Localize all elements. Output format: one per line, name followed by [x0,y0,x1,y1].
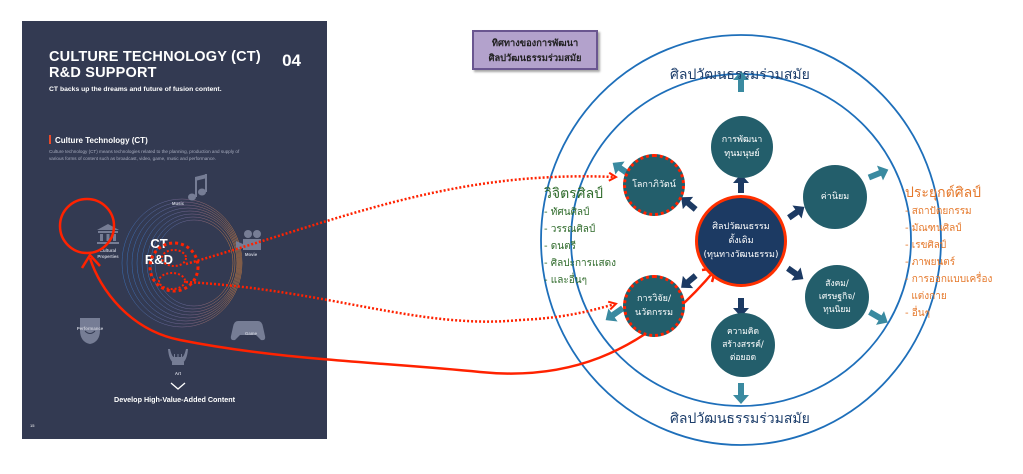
chevron-down-icon [170,382,186,390]
applied-arts-item: แต่งกาย [905,291,947,302]
fine-arts-item: - และอื่นๆ [544,275,587,286]
poster-subtitle: CT backs up the dreams and future of fus… [49,86,222,93]
fine-arts-heading: วิจิตรศิลป์ [544,186,604,202]
values-label: ค่านิยม [820,192,850,202]
applied-arts-item: - สถาปัตยกรรม [905,206,972,217]
diagram-title-line2: ศิลปวัฒนธรรมร่วมสมัย [488,53,582,64]
diagram-title-line1: ทิศทางของการพัฒนา [491,38,579,49]
outward-arrow-up [733,71,749,92]
outer-label-top: ศิลปวัฒนธรรมร่วมสมัย [670,67,810,83]
outward-arrow-downright [868,309,888,325]
applied-arts-item: - อื่นๆ [905,308,930,319]
poster-section-heading: Culture Technology (CT) [49,135,148,145]
node-creativity: ความคิดสร้างสรรค์/ ต่อยอด [711,313,775,377]
research-line1: การวิจัย/ [637,294,671,304]
theater-mask-icon [80,318,100,344]
poster-section-number: 04 [282,51,301,70]
category-label-movie: Movie [244,252,258,257]
node-human-capital: การพัฒนาทุนมนุษย์ [711,116,773,178]
category-label-music: Music [171,201,185,206]
applied-arts-list: ประยุกต์ศิลป์ - สถาปัตยกรรม - มัณฑนศิลป์… [905,183,992,322]
spiral-rings [121,198,243,328]
applied-arts-item: - ภาพยนตร์ [905,257,956,268]
solid-connector-traditional-culture [88,257,716,375]
research-line2: นวัตกรรม [634,308,674,318]
human-capital-line2: ทุนมนุษย์ [724,149,760,159]
music-note-icon [188,174,207,201]
globalization-label: โลกาภิวัตน์ [632,180,676,190]
creativity-line2: สร้างสรรค์/ [722,339,764,350]
center-line1: ศิลปวัฒนธรรม [712,222,770,232]
diagram-title-box: ทิศทางของการพัฒนา ศิลปวัฒนธรรมร่วมสมัย [472,30,598,70]
heading-accent-bar [49,135,51,144]
fine-arts-item: - ทัศนศิลป์ [544,207,590,218]
cultural-properties-highlight [58,197,116,255]
node-globalization: โลกาภิวัตน์ [623,154,685,216]
center-line2: ดั้งเดิม [728,236,754,246]
outward-arrows [605,71,889,404]
node-society-economy: สังคม/เศรษฐกิจ/ทุนนิยม [805,265,869,329]
lyre-icon [168,349,188,365]
gamepad-icon [230,321,266,341]
applied-arts-item: - เรขศิลป์ [905,240,947,251]
category-label-art: Art [174,371,182,376]
creativity-line3: ต่อยอด [729,352,757,363]
applied-arts-heading: ประยุกต์ศิลป์ [905,185,982,201]
center-arrow-downleft [681,273,698,289]
cultural-properties-line1: Cultural [99,248,117,253]
creativity-line1: ความคิด [726,326,760,337]
poster-title-line1: CULTURE TECHNOLOGY (CT) [49,49,261,65]
outward-arrow-down [733,383,749,404]
applied-arts-item: - การออกแบบเครื่อง [905,274,993,285]
human-capital-line1: การพัฒนา [721,135,763,145]
outward-arrow-upright [867,165,889,181]
center-arrow-downright [786,265,804,281]
ct-rd-dotted-highlight-rd [158,272,186,290]
solid-connector-arrowhead-left [80,252,101,269]
node-traditional-culture: ศิลปวัฒนธรรมดั้งเดิม (ทุนทางวัฒนธรรม) [695,195,787,287]
center-arrows [681,174,805,317]
center-line3: (ทุนทางวัฒนธรรม) [703,250,779,260]
outward-arrow-downleft [605,305,625,322]
ct-rd-line1: CT [150,236,168,251]
ct-rd-dotted-highlight-ct [161,249,187,267]
society-line3: ทุนนิยม [823,304,851,315]
outer-label-bottom: ศิลปวัฒนธรรมร่วมสมัย [670,411,810,427]
poster-title-line2: R&D SUPPORT [49,65,157,81]
center-arrow-upright [787,205,805,221]
ct-rd-dotted-highlight-outer [148,241,200,293]
poster-section-heading-text: Culture Technology (CT) [55,136,148,145]
node-values: ค่านิยม [803,165,867,229]
category-label-cultural-properties: Cultural Properties [78,248,138,259]
fine-arts-item: - ดนตรี [544,241,576,252]
center-arrow-down [733,298,749,317]
applied-arts-item: - มัณฑนศิลป์ [905,223,962,234]
poster-title: CULTURE TECHNOLOGY (CT) R&D SUPPORT [49,49,261,81]
center-arrow-up [733,174,749,193]
society-line2: เศรษฐกิจ/ [818,291,856,302]
ct-poster: CULTURE TECHNOLOGY (CT) R&D SUPPORT 04 C… [22,21,327,439]
node-research-innovation: การวิจัย/นวัตกรรม [623,275,685,337]
category-label-game: Game [245,331,257,336]
outer-ring [540,34,942,446]
poster-bottom-text: Develop High-Value-Added Content [114,395,235,404]
fine-arts-item: - ศิลปะการแสดง [544,258,616,269]
fine-arts-list: วิจิตรศิลป์ - ทัศนศิลป์ - วรรณศิลป์ - ดน… [544,184,616,289]
cultural-properties-line2: Properties [97,253,119,259]
poster-description: Culture technology (CT) means technologi… [49,149,240,161]
fine-arts-item: - วรรณศิลป์ [544,224,596,235]
poster-page-number: 15 [30,423,35,428]
society-line1: สังคม/ [825,278,849,289]
center-arrow-upleft [681,196,698,212]
category-label-performance: Performance [76,326,104,331]
